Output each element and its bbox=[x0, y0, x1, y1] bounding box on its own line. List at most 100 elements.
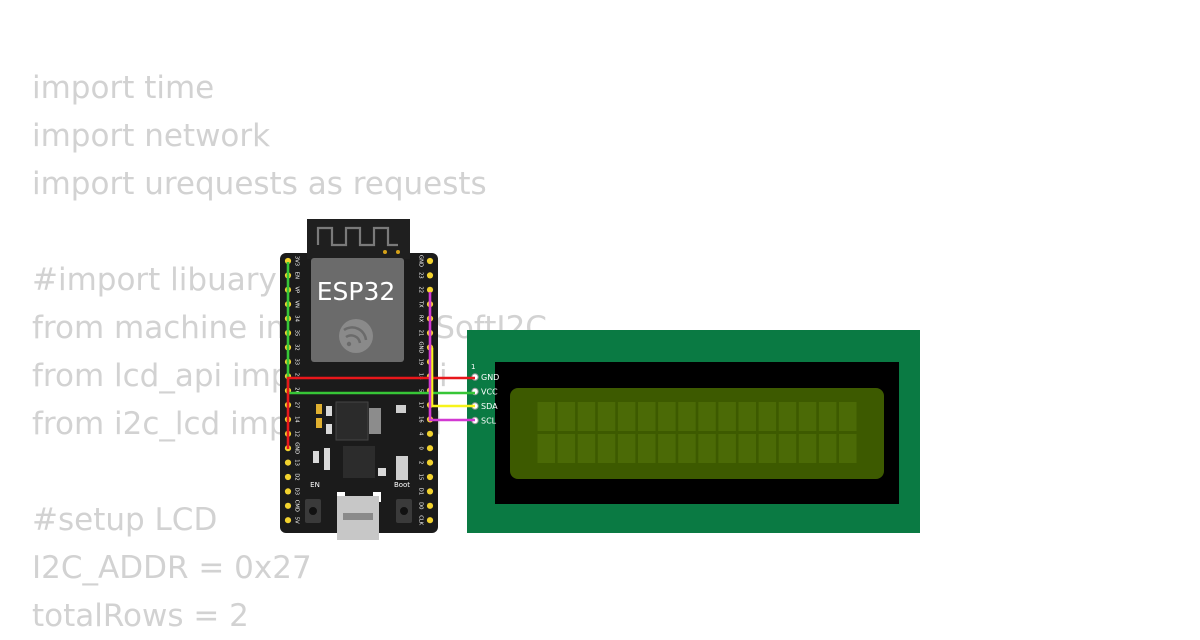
lcd-char-cell bbox=[758, 434, 777, 463]
pin-label: 26 bbox=[294, 387, 300, 394]
pin-label: 22 bbox=[418, 286, 424, 293]
pin-label: VN bbox=[294, 300, 300, 308]
pin-hole[interactable] bbox=[426, 459, 434, 466]
lcd-pin1-label: 1 bbox=[471, 363, 475, 371]
code-line: import time bbox=[32, 70, 215, 106]
pin-label: 12 bbox=[294, 430, 300, 437]
lcd-char-cell bbox=[537, 434, 555, 463]
lcd-pin-label: VCC bbox=[481, 388, 498, 397]
pin-label: EN bbox=[294, 272, 300, 279]
code-line: #setup LCD bbox=[32, 502, 218, 538]
pin-hole[interactable] bbox=[284, 517, 292, 524]
pin-hole[interactable] bbox=[284, 257, 292, 265]
esp32-label: ESP32 bbox=[317, 277, 396, 306]
pin-label: 16 bbox=[418, 416, 424, 423]
lcd-char-cell bbox=[698, 402, 716, 431]
pin-hole[interactable] bbox=[426, 257, 434, 265]
lcd-char-cell bbox=[718, 402, 736, 431]
lcd-char-cell bbox=[698, 434, 716, 463]
pin-label: D2 bbox=[294, 473, 300, 480]
boot-button-label: Boot bbox=[394, 481, 410, 489]
lcd-char-cell bbox=[638, 434, 656, 463]
en-button-label: EN bbox=[310, 481, 320, 489]
pin-hole[interactable] bbox=[284, 459, 292, 466]
antenna-trace bbox=[316, 226, 398, 247]
lcd-char-cell bbox=[818, 402, 837, 431]
lcd-char-cell bbox=[778, 402, 797, 431]
lcd-char-cell bbox=[758, 402, 777, 431]
pin-label: CLK bbox=[418, 515, 424, 526]
espressif-logo-icon bbox=[339, 319, 373, 353]
lcd1602-module[interactable]: 1 GND VCC SDA SCL bbox=[467, 330, 920, 533]
lcd-char-cell bbox=[658, 434, 676, 463]
lcd-char-cell bbox=[678, 434, 696, 463]
pin-label: 27 bbox=[294, 402, 300, 409]
wire-scl[interactable] bbox=[428, 292, 475, 422]
lcd-pin-label: GND bbox=[481, 373, 499, 382]
code-line: totalRows = 2 bbox=[32, 598, 249, 634]
pin-hole[interactable] bbox=[426, 272, 434, 279]
code-line: I2C_ADDR = 0x27 bbox=[32, 550, 312, 586]
lcd-char-cell bbox=[597, 402, 616, 431]
pin-label: 14 bbox=[294, 416, 300, 423]
pin-hole[interactable] bbox=[426, 517, 434, 524]
esp32-shield bbox=[311, 258, 404, 362]
lcd-char-cell bbox=[798, 434, 817, 463]
pin-label: VP bbox=[294, 286, 300, 293]
lcd-char-cell bbox=[778, 434, 797, 463]
lcd-char-cell bbox=[597, 434, 616, 463]
pin-label: 17 bbox=[418, 402, 424, 409]
pin-label: D0 bbox=[418, 502, 424, 509]
usb-uart-chip bbox=[343, 446, 375, 478]
pin-label: 25 bbox=[294, 373, 300, 380]
code-line: import network bbox=[32, 118, 271, 154]
pin-label: 4 bbox=[418, 432, 424, 436]
lcd-char-cell bbox=[557, 402, 576, 431]
lcd-char-cell bbox=[577, 434, 596, 463]
lcd-char-cell bbox=[839, 434, 857, 463]
pin-label: 21 bbox=[418, 330, 424, 337]
pin-label: 23 bbox=[418, 272, 424, 279]
lcd-char-cell bbox=[798, 402, 817, 431]
pin-label: 32 bbox=[294, 344, 300, 351]
pin-hole[interactable] bbox=[426, 473, 434, 481]
pin-hole[interactable] bbox=[284, 473, 292, 481]
pin-label: 2 bbox=[418, 461, 424, 464]
pin-hole[interactable] bbox=[284, 488, 292, 495]
pin-label: D3 bbox=[294, 488, 300, 495]
lcd-pin-label: SCL bbox=[481, 417, 497, 426]
pin-label: 5V bbox=[294, 517, 300, 524]
pin-hole[interactable] bbox=[426, 502, 434, 509]
lcd-char-cell bbox=[678, 402, 696, 431]
lcd-char-cell bbox=[638, 402, 656, 431]
code-line: import urequests as requests bbox=[32, 166, 487, 202]
lcd-pin-label: SDA bbox=[481, 402, 498, 411]
pin-hole[interactable] bbox=[426, 286, 434, 293]
pin-hole[interactable] bbox=[284, 502, 292, 509]
pin-label: 19 bbox=[418, 358, 424, 365]
pin-hole[interactable] bbox=[426, 445, 434, 452]
pin-hole[interactable] bbox=[426, 430, 434, 437]
lcd-char-cell bbox=[617, 434, 636, 463]
lcd-char-cell bbox=[818, 434, 837, 463]
wires bbox=[286, 262, 475, 449]
pin-label: 3V3 bbox=[294, 256, 300, 266]
lcd-char-cell bbox=[738, 434, 756, 463]
lcd-char-cell bbox=[658, 402, 676, 431]
lcd-char-cell bbox=[577, 402, 596, 431]
pin-label: GND bbox=[418, 341, 424, 353]
lcd-character-grid bbox=[537, 402, 857, 463]
wire-gnd[interactable] bbox=[286, 376, 475, 449]
pin-label: 13 bbox=[294, 459, 300, 466]
pin-label: RX bbox=[418, 315, 424, 323]
lcd-char-cell bbox=[617, 402, 636, 431]
pin-label: 15 bbox=[418, 474, 424, 481]
lcd-char-cell bbox=[839, 402, 857, 431]
pin-hole[interactable] bbox=[426, 488, 434, 495]
lcd-screen bbox=[510, 388, 884, 479]
lcd-char-cell bbox=[718, 434, 736, 463]
pin-label: 18 bbox=[418, 373, 424, 380]
